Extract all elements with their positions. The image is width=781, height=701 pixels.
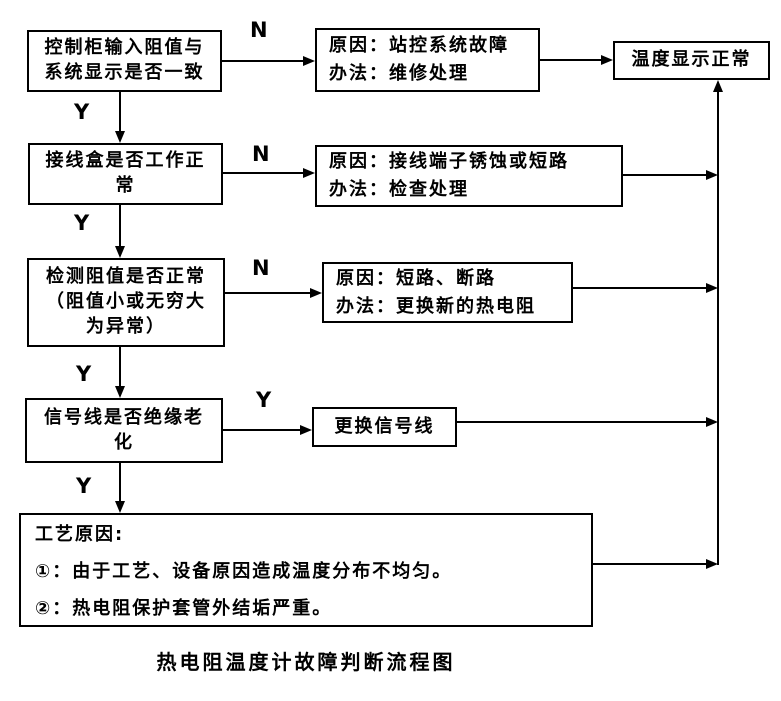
decision-signal-line-insulation-aging: 信号线是否绝缘老 化 bbox=[25, 398, 223, 463]
arrowhead-cause2-collector bbox=[706, 170, 718, 180]
connector-decision2-cause2 bbox=[223, 172, 305, 174]
connector-decision3-cause3 bbox=[225, 292, 313, 294]
label-yes-3: Y bbox=[76, 362, 92, 386]
label-yes-4-right: Y bbox=[256, 388, 272, 412]
process-causes-box: 工艺原因: ①：由于工艺、设备原因造成温度分布不均匀。 ②：热电阻保护套管外结垢… bbox=[19, 513, 593, 627]
label-no-3: N bbox=[252, 256, 270, 280]
arrowhead-process-collector bbox=[706, 559, 718, 569]
connector-decision3-decision4 bbox=[119, 347, 121, 390]
connector-action4-collector bbox=[457, 421, 709, 423]
arrowhead-decision2-cause2 bbox=[303, 168, 315, 178]
connector-collector-result bbox=[717, 90, 719, 565]
decision-input-resistance-match: 控制柜输入阻值与 系统显示是否一致 bbox=[27, 30, 222, 92]
label-yes-4-down: Y bbox=[76, 474, 92, 498]
label-yes-2: Y bbox=[74, 211, 90, 235]
arrowhead-cause3-collector bbox=[706, 283, 718, 293]
arrowhead-decision1-cause1 bbox=[303, 56, 315, 66]
arrowhead-collector-result bbox=[713, 80, 723, 92]
action-replace-signal-line: 更换信号线 bbox=[312, 407, 457, 447]
cause-short-or-open-circuit: 原因：短路、断路 办法：更换新的热电阻 bbox=[322, 262, 573, 323]
connector-decision1-decision2 bbox=[119, 92, 121, 134]
cause-terminal-corrosion-short: 原因：接线端子锈蚀或短路 办法：检查处理 bbox=[315, 145, 623, 207]
diagram-caption: 热电阻温度计故障判断流程图 bbox=[156, 650, 456, 674]
decision-resistance-normal: 检测阻值是否正常 （阻值小或无穷大 为异常） bbox=[27, 258, 225, 347]
connector-decision2-decision3 bbox=[119, 205, 121, 250]
arrowhead-cause1-result bbox=[601, 55, 613, 65]
process-causes-title: 工艺原因: bbox=[35, 524, 125, 545]
arrowhead-decision3-decision4 bbox=[115, 386, 125, 398]
label-no-2: N bbox=[252, 142, 270, 166]
arrowhead-decision1-decision2 bbox=[115, 131, 125, 143]
connector-cause1-result bbox=[540, 59, 604, 61]
process-cause-item-1: ①：由于工艺、设备原因造成温度分布不均匀。 bbox=[35, 560, 453, 582]
connector-decision4-process bbox=[119, 463, 121, 505]
connector-decision4-action4 bbox=[223, 429, 302, 431]
result-temperature-display-normal: 温度显示正常 bbox=[613, 41, 770, 80]
connector-decision1-cause1 bbox=[222, 60, 306, 62]
arrowhead-decision2-decision3 bbox=[115, 246, 125, 258]
connector-cause2-collector bbox=[623, 174, 709, 176]
decision-junction-box-working: 接线盒是否工作正 常 bbox=[28, 143, 223, 205]
arrowhead-action4-collector bbox=[706, 417, 718, 427]
arrowhead-decision3-cause3 bbox=[310, 288, 322, 298]
connector-cause3-collector bbox=[573, 287, 709, 289]
process-cause-item-2: ②：热电阻保护套管外结垢严重。 bbox=[35, 597, 333, 619]
arrowhead-decision4-process bbox=[115, 501, 125, 513]
label-no-1: N bbox=[250, 18, 268, 42]
connector-process-collector bbox=[593, 563, 709, 565]
arrowhead-decision4-action4 bbox=[300, 425, 312, 435]
label-yes-1: Y bbox=[74, 100, 90, 124]
cause-station-control-fault: 原因：站控系统故障 办法：维修处理 bbox=[315, 28, 540, 92]
